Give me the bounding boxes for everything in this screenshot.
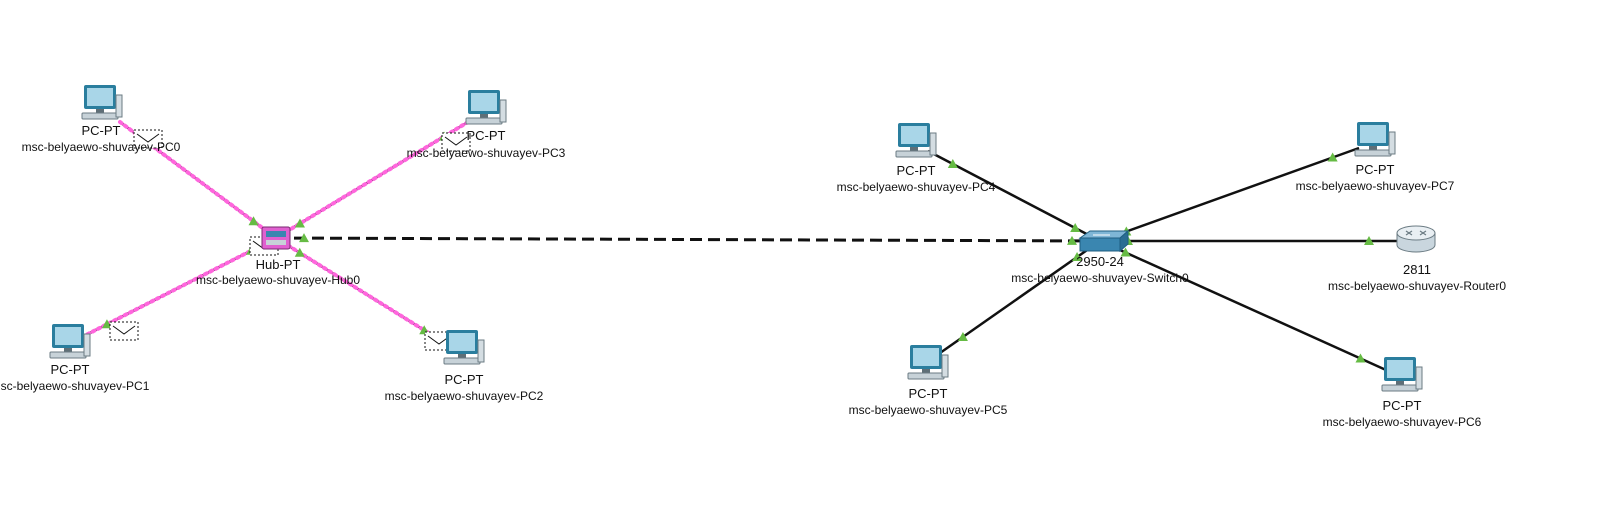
link-router0-switch0[interactable] [1100,236,1397,245]
pc2-type-label: PC-PT [445,372,484,387]
link-status-indicator [294,218,305,228]
pc3-name-label: msc-belyaewo-shuvayev-PC3 [407,146,566,160]
hub0-device[interactable]: Hub-PT msc-belyaewo-shuvayev-Hub0 [196,226,360,287]
router-icon[interactable] [1396,225,1436,253]
pc1-type-label: PC-PT [51,362,90,377]
pc0-type-label: PC-PT [82,123,121,138]
pdu-trail [80,236,278,339]
router0-name-label: msc-belyaewo-shuvayev-Router0 [1328,279,1506,293]
pc-icon[interactable] [1354,121,1396,157]
pc1-device[interactable]: PC-PT msc-belyaewo-shuvayev-PC1 [0,323,150,393]
pc7-device[interactable]: PC-PT msc-belyaewo-shuvayev-PC7 [1296,121,1455,193]
link-status-indicator [1364,236,1374,245]
link-status-indicator [1067,235,1078,245]
pdu-trail [274,236,450,347]
pc2-device[interactable]: PC-PT msc-belyaewo-shuvayev-PC2 [385,329,544,403]
link-status-indicator [1120,247,1131,257]
switch0-name-label: msc-belyaewo-shuvayev-Switch0 [1011,271,1189,285]
link-status-indicator [298,233,309,243]
pc-icon[interactable] [81,84,123,120]
router0-type-label: 2811 [1403,262,1431,277]
link-status-indicator [1070,223,1081,233]
pc6-type-label: PC-PT [1383,398,1422,413]
pc-icon[interactable] [1381,356,1423,392]
pc-icon[interactable] [443,329,485,365]
link-pc6-switch0[interactable] [1099,239,1387,372]
pc0-name-label: msc-belyaewo-shuvayev-PC0 [22,140,181,154]
link-pc4-switch0[interactable] [927,149,1101,243]
pdu-trail [274,120,470,240]
link-pc7-switch0[interactable] [1099,146,1360,243]
pc7-type-label: PC-PT [1356,162,1395,177]
pc6-name-label: msc-belyaewo-shuvayev-PC6 [1323,415,1482,429]
link-pc2-hub0[interactable] [274,236,450,347]
link-status-indicator [248,216,259,226]
pc5-type-label: PC-PT [909,386,948,401]
hub0-name-label: msc-belyaewo-shuvayev-Hub0 [196,273,360,287]
pc5-name-label: msc-belyaewo-shuvayev-PC5 [849,403,1008,417]
link-status-indicator [1072,252,1083,262]
pc-icon[interactable] [895,122,937,158]
switch0-device[interactable]: 2950-24 msc-belyaewo-shuvayev-Switch0 [1011,229,1189,285]
link-pc3-hub0[interactable] [274,120,470,240]
pc4-device[interactable]: PC-PT msc-belyaewo-shuvayev-PC4 [837,122,996,194]
pc4-name-label: msc-belyaewo-shuvayev-PC4 [837,180,996,194]
pc2-name-label: msc-belyaewo-shuvayev-PC2 [385,389,544,403]
link-status-indicator [957,331,968,341]
link-pc5-switch0[interactable] [939,239,1101,355]
links-layer [80,120,1397,372]
pc3-type-label: PC-PT [467,128,506,143]
pc4-type-label: PC-PT [897,163,936,178]
pc1-name-label: msc-belyaewo-shuvayev-PC1 [0,379,150,393]
switch-icon[interactable] [1078,229,1130,253]
router0-device[interactable]: 2811 msc-belyaewo-shuvayev-Router0 [1328,225,1506,293]
cable-line[interactable] [275,236,1101,243]
pc5-device[interactable]: PC-PT msc-belyaewo-shuvayev-PC5 [849,344,1008,417]
link-hub0-switch0[interactable] [275,233,1101,245]
pc6-device[interactable]: PC-PT msc-belyaewo-shuvayev-PC6 [1323,356,1482,429]
link-status-indicator [1327,152,1338,162]
switch0-type-label: 2950-24 [1076,254,1124,269]
link-status-indicator [947,158,958,168]
pc0-device[interactable]: PC-PT msc-belyaewo-shuvayev-PC0 [22,84,181,154]
envelope-icon[interactable] [109,321,139,341]
pc-icon[interactable] [907,344,949,380]
pc7-name-label: msc-belyaewo-shuvayev-PC7 [1296,179,1455,193]
link-status-indicator [294,247,305,257]
link-status-indicator [1355,353,1366,363]
cable-line[interactable] [1099,239,1387,372]
pc-icon[interactable] [465,89,507,125]
hub0-type-label: Hub-PT [256,257,301,272]
pc3-device[interactable]: PC-PT msc-belyaewo-shuvayev-PC3 [407,89,566,160]
pc-icon[interactable] [49,323,91,359]
link-status-indicator [101,319,112,329]
cable-line[interactable] [1099,146,1360,243]
hub-icon[interactable] [261,226,291,250]
